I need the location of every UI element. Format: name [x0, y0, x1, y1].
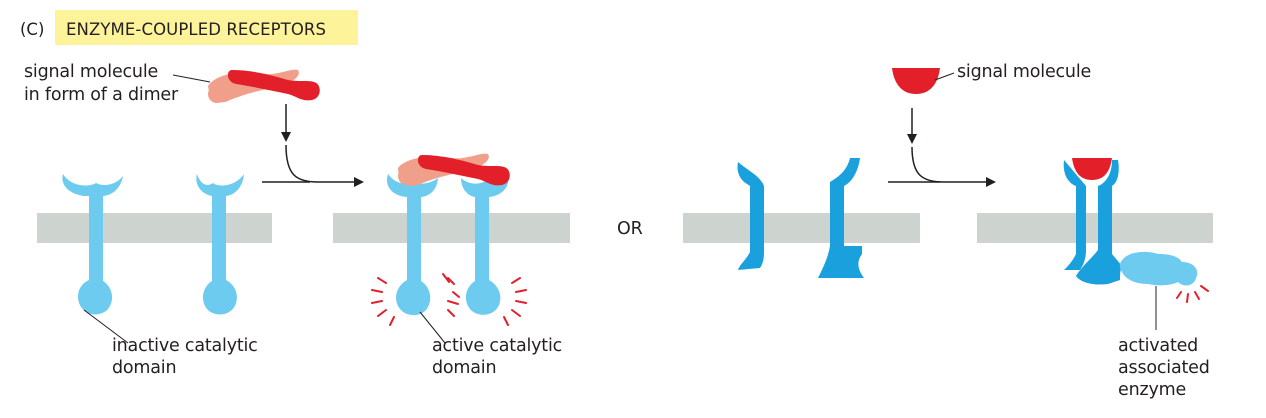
monomer-signal-molecule	[892, 68, 940, 94]
label-inactive-domain-1: inactive catalytic	[112, 336, 258, 356]
activity-sparks-enzyme	[1176, 285, 1209, 303]
inactive-receptor-right	[196, 174, 244, 315]
label-signal-monomer: signal molecule	[957, 62, 1092, 82]
leader-signal-dimer	[172, 74, 211, 83]
membrane-right-inactive	[683, 213, 920, 243]
label-or: OR	[617, 219, 643, 239]
active-receptor-right	[461, 174, 509, 315]
arrow-right-curve	[911, 146, 996, 187]
arrow-left-curve	[285, 144, 364, 187]
leader-signal-monomer	[934, 72, 955, 81]
activated-associated-enzyme	[1119, 251, 1198, 286]
label-active-domain-2: domain	[432, 358, 497, 378]
panel-letter: (C)	[20, 20, 45, 39]
figure-title: ENZYME-COUPLED RECEPTORS	[66, 20, 327, 39]
label-enzyme-2: associated	[1118, 358, 1210, 378]
label-active-domain-1: active catalytic	[432, 336, 563, 356]
bound-monomer-signal	[1072, 158, 1112, 180]
membrane-left-active	[333, 213, 570, 243]
label-inactive-domain-2: domain	[112, 358, 177, 378]
inactive-dark-receptor-right	[818, 158, 864, 278]
dimer-bound	[398, 153, 510, 187]
active-receptor-left	[386, 174, 438, 316]
label-signal-dimer-2: in form of a dimer	[24, 85, 178, 105]
leader-active-domain	[419, 311, 446, 344]
label-enzyme-3: enzyme	[1118, 380, 1187, 400]
title-highlight	[55, 10, 358, 45]
active-dark-receptor-complex	[1063, 160, 1122, 285]
membrane-right-active	[977, 213, 1213, 243]
leader-inactive-domain	[83, 309, 129, 344]
dimer-signal-molecule	[208, 69, 320, 103]
activity-sparks-left	[371, 273, 527, 326]
label-enzyme-1: activated	[1118, 336, 1199, 356]
label-signal-dimer-1: signal molecule	[24, 62, 159, 82]
membrane-left-inactive	[37, 213, 272, 243]
inactive-receptor-left	[62, 174, 123, 315]
inactive-dark-receptor-left	[737, 162, 764, 270]
